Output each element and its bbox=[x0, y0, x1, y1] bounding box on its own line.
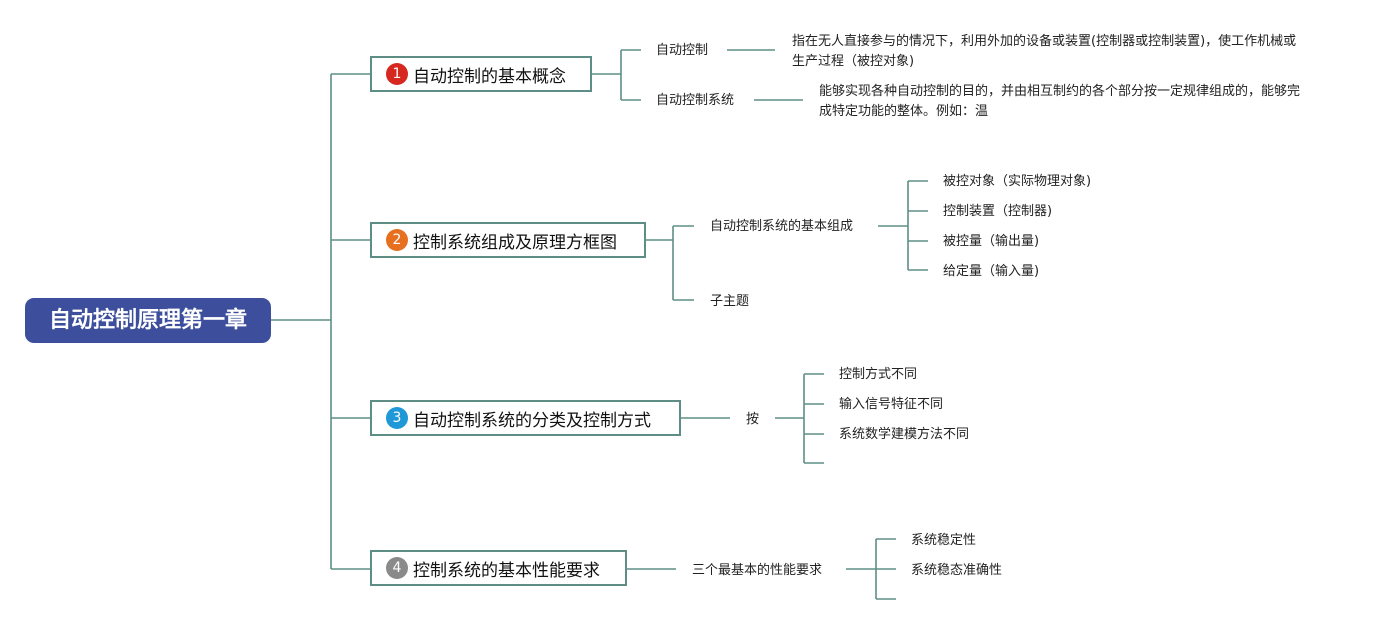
topic-4-performance[interactable]: 4 控制系统的基本性能要求 bbox=[370, 550, 627, 586]
topic-1-basic-concepts[interactable]: 1 自动控制的基本概念 bbox=[370, 56, 592, 92]
subtopic-auto-control-system[interactable]: 自动控制系统 bbox=[656, 93, 735, 108]
detail-auto-control-system: 能够实现各种自动控制的目的，并由相互制约的各个部分按一定规律组成的，能够完成特定… bbox=[819, 84, 1301, 119]
subtopic-auto-control[interactable]: 自动控制 bbox=[656, 43, 709, 58]
root-topic[interactable]: 自动控制原理第一章 bbox=[25, 298, 271, 343]
number-badge-2: 2 bbox=[386, 229, 408, 251]
item-controlled-object[interactable]: 被控对象（实际物理对象) bbox=[943, 174, 1092, 189]
subtopic-basic-composition[interactable]: 自动控制系统的基本组成 bbox=[710, 219, 854, 234]
topic-2-label: 控制系统组成及原理方框图 bbox=[413, 232, 617, 253]
subtopic-three-requirements[interactable]: 三个最基本的性能要求 bbox=[692, 563, 823, 578]
subtopic-sub-topic[interactable]: 子主题 bbox=[710, 294, 750, 309]
topic-3-label: 自动控制系统的分类及控制方式 bbox=[413, 410, 651, 431]
topic-2-composition[interactable]: 2 控制系统组成及原理方框图 bbox=[370, 222, 646, 258]
item-input[interactable]: 给定量（输入量) bbox=[943, 264, 1040, 279]
item-input-signal[interactable]: 输入信号特征不同 bbox=[839, 397, 944, 412]
item-math-model[interactable]: 系统数学建模方法不同 bbox=[839, 427, 970, 442]
item-steady-state-accuracy[interactable]: 系统稳态准确性 bbox=[911, 563, 1003, 578]
number-badge-4: 4 bbox=[386, 557, 408, 579]
number-badge-3: 3 bbox=[386, 407, 408, 429]
item-control-mode[interactable]: 控制方式不同 bbox=[839, 367, 918, 382]
item-stability[interactable]: 系统稳定性 bbox=[911, 533, 977, 548]
topic-1-label: 自动控制的基本概念 bbox=[413, 66, 566, 87]
item-output[interactable]: 被控量（输出量) bbox=[943, 234, 1040, 249]
item-controller[interactable]: 控制装置（控制器) bbox=[943, 204, 1053, 219]
number-badge-1: 1 bbox=[386, 63, 408, 85]
detail-auto-control: 指在无人直接参与的情况下，利用外加的设备或装置(控制器或控制装置)，使工作机械或… bbox=[792, 34, 1297, 69]
subtopic-by[interactable]: 按 bbox=[746, 412, 760, 427]
topic-4-label: 控制系统的基本性能要求 bbox=[413, 560, 600, 581]
topic-3-classification[interactable]: 3 自动控制系统的分类及控制方式 bbox=[370, 400, 681, 436]
